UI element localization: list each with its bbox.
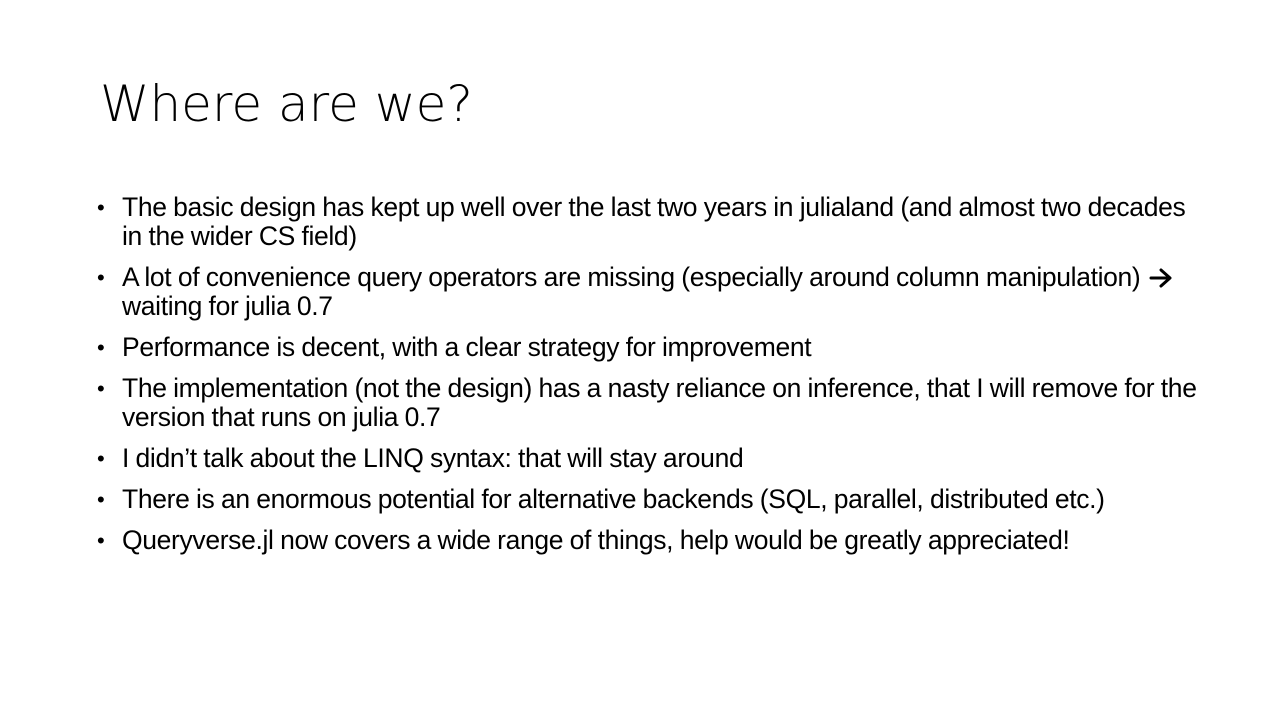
bullet-dot-icon: • [97, 265, 105, 290]
arrow-right-icon [1149, 268, 1172, 288]
bullet-text: The basic design has kept up well over t… [122, 192, 1186, 251]
bullet-text: There is an enormous potential for alter… [122, 484, 1105, 514]
bullet-item: • There is an enormous potential for alt… [97, 485, 1207, 514]
bullet-dot-icon: • [97, 528, 105, 553]
bullet-dot-icon: • [97, 487, 105, 512]
bullet-dot-icon: • [97, 376, 105, 401]
bullet-item: • Queryverse.jl now covers a wide range … [97, 526, 1207, 555]
bullet-text: A lot of convenience query operators are… [122, 262, 1141, 292]
bullet-text-continued: waiting for julia 0.7 [122, 291, 333, 321]
bullet-item: • The implementation (not the design) ha… [97, 374, 1207, 432]
bullet-dot-icon: • [97, 446, 105, 471]
bullet-item: • Performance is decent, with a clear st… [97, 333, 1207, 362]
bullet-list: • The basic design has kept up well over… [97, 193, 1207, 567]
bullet-item: • I didn’t talk about the LINQ syntax: t… [97, 444, 1207, 473]
bullet-dot-icon: • [97, 195, 105, 220]
bullet-text: Queryverse.jl now covers a wide range of… [122, 525, 1070, 555]
bullet-item: • A lot of convenience query operators a… [97, 263, 1207, 321]
bullet-text: I didn’t talk about the LINQ syntax: tha… [122, 443, 744, 473]
bullet-text: Performance is decent, with a clear stra… [122, 332, 812, 362]
bullet-dot-icon: • [97, 335, 105, 360]
bullet-text: The implementation (not the design) has … [122, 373, 1197, 432]
slide-title: Where are we? [100, 75, 473, 133]
bullet-item: • The basic design has kept up well over… [97, 193, 1207, 251]
